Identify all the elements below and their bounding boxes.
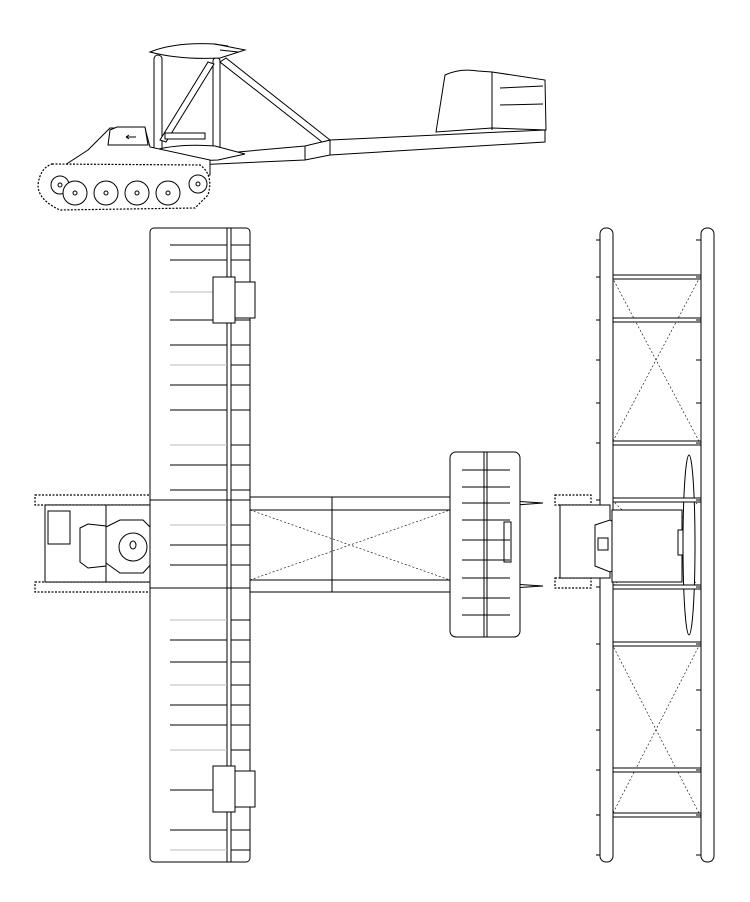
top-tank-rear-plate [79, 523, 107, 569]
top-aileron-hinge-lower [212, 765, 236, 813]
front-fuselage-frame [611, 509, 683, 583]
top-turret-hatch [118, 532, 148, 562]
top-tailplane [449, 451, 521, 638]
interplane-strut [609, 317, 704, 323]
side-brace-diagonal [159, 61, 215, 143]
side-view [37, 43, 547, 211]
side-strut-rear [212, 57, 221, 159]
top-track-right [34, 581, 154, 593]
road-wheel [62, 180, 88, 206]
front-track-lower [554, 577, 592, 589]
front-tail-fin [682, 454, 696, 636]
interplane-strut [609, 440, 704, 446]
top-tail-trim [503, 521, 512, 563]
top-aileron-lower [234, 770, 256, 808]
interplane-strut [609, 641, 704, 647]
interplane-strut [609, 584, 704, 590]
road-wheel [93, 180, 119, 206]
top-track-left [34, 494, 154, 506]
side-upper-wing [148, 43, 247, 59]
front-track-upper [554, 494, 592, 506]
interplane-strut [609, 274, 704, 280]
road-wheel [155, 180, 181, 206]
top-tank-turret [105, 519, 154, 574]
top-engine-hatch [47, 510, 71, 545]
side-road-wheels [50, 174, 208, 206]
top-aileron-hinge-upper [212, 276, 236, 324]
side-strut-front [153, 54, 163, 161]
road-wheel [124, 180, 150, 206]
interplane-strut [609, 812, 704, 818]
road-wheel [188, 174, 208, 194]
interplane-strut [609, 767, 704, 773]
side-brace-rear [219, 57, 332, 143]
front-wing-right [700, 227, 715, 863]
top-aileron-upper [234, 281, 256, 319]
side-tail-fin [435, 69, 547, 133]
front-turret-mantlet [597, 537, 609, 551]
front-view [554, 227, 715, 863]
interplane-strut [609, 497, 704, 503]
side-gun-barrel [164, 132, 206, 140]
top-view [34, 227, 544, 863]
